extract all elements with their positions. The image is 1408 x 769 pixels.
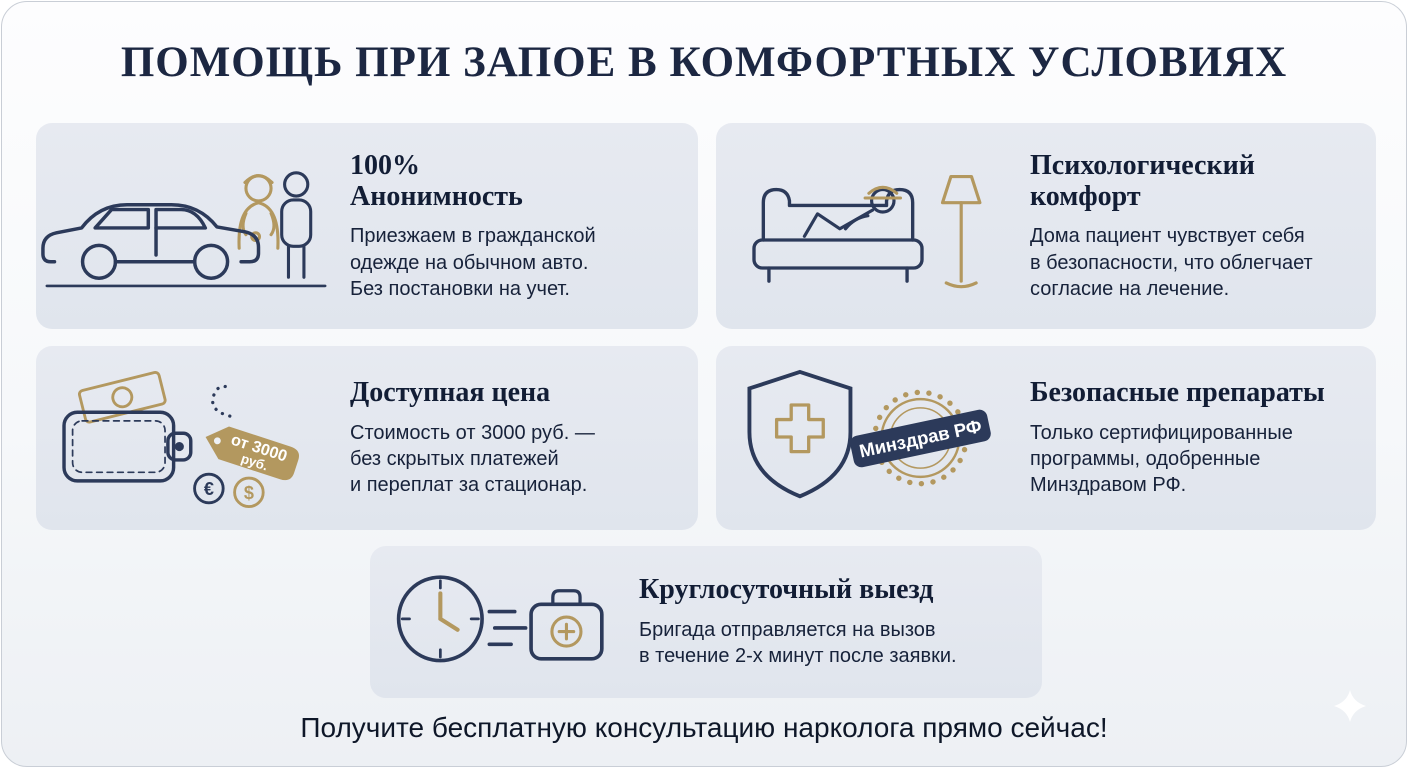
car-outline — [41, 202, 261, 280]
speed-lines — [487, 609, 528, 646]
card-title: Психологический комфорт — [1030, 149, 1255, 212]
person-figure — [280, 171, 313, 279]
clock — [396, 574, 484, 662]
card-content: Круглосуточный выезд Бригада отправляетс… — [625, 574, 1042, 669]
benefit-card-price: от 3000 руб. € $ Доступная цена Стоимост… — [36, 346, 698, 530]
card-text: Дома пациент чувствует себя в безопаснос… — [1030, 225, 1313, 301]
card-title: Доступная цена — [350, 377, 551, 409]
benefit-card-round-the-clock: Круглосуточный выезд Бригада отправляетс… — [370, 546, 1042, 698]
certification-stamp: Минздрав РФ — [850, 389, 991, 487]
coin-euro: € — [193, 472, 225, 505]
card-title: Круглосуточный выезд — [639, 574, 934, 606]
card-content: 100% Анонимность Приезжаем в гражданской… — [336, 150, 698, 303]
benefit-card-anonymity: 100% Анонимность Приезжаем в гражданской… — [36, 123, 698, 329]
stamp-banner: Минздрав РФ — [850, 409, 991, 468]
card-title: Безопасные препараты — [1030, 377, 1325, 409]
banknote — [77, 371, 167, 424]
reclining-person — [802, 188, 896, 238]
sun-hat — [863, 185, 903, 200]
card-text: Бригада отправляется на вызов в течение … — [639, 618, 957, 668]
benefit-card-safe-medications: Минздрав РФ Безопасные препараты Только … — [716, 346, 1376, 530]
nurse-figure — [237, 174, 280, 250]
shield-stamp-icon: Минздрав РФ — [716, 360, 1016, 516]
wallet-price-tag-icon: от 3000 руб. € $ — [36, 357, 336, 519]
price-tag: от 3000 руб. — [205, 426, 300, 481]
card-title: 100% Анонимность — [350, 149, 523, 212]
wallet-outline — [62, 410, 193, 483]
clock-medical-bag-icon — [370, 559, 625, 686]
card-text: Приезжаем в гражданской одежде на обычно… — [350, 225, 596, 301]
card-content: Психологический комфорт Дома пациент чув… — [1016, 150, 1376, 303]
card-text: Стоимость от 3000 руб. — без скрытых пла… — [350, 421, 595, 497]
medical-bag — [529, 588, 604, 661]
euro-symbol: € — [204, 479, 214, 499]
card-text: Только сертифицированные программы, одоб… — [1030, 421, 1293, 497]
benefit-card-comfort: Психологический комфорт Дома пациент чув… — [716, 123, 1376, 329]
car-with-medics-icon — [36, 142, 336, 310]
couch-outline — [752, 187, 924, 283]
floor-lamp — [940, 174, 982, 289]
tag-string — [211, 384, 234, 418]
dollar-symbol: $ — [244, 483, 254, 503]
card-content: Безопасные препараты Только сертифициров… — [1016, 377, 1376, 499]
sparkle-icon — [1334, 690, 1366, 722]
couch-lamp-icon — [716, 145, 1016, 307]
shield-cross — [747, 369, 853, 499]
card-content: Доступная цена Стоимость от 3000 руб. — … — [336, 377, 698, 499]
page-title: ПОМОЩЬ ПРИ ЗАПОЕ В КОМФОРТНЫХ УСЛОВИЯХ — [120, 39, 1288, 86]
footer-cta-text: Получите бесплатную консультацию нарколо… — [300, 712, 1108, 743]
coin-dollar: $ — [233, 476, 265, 509]
